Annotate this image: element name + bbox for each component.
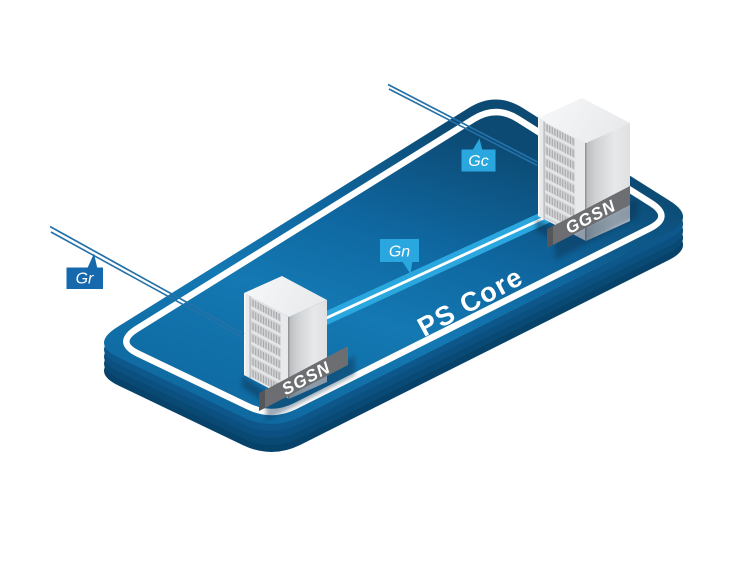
gn-badge-pointer xyxy=(402,261,413,274)
gc-label: Gc xyxy=(468,153,488,170)
ggsn-plate-edge xyxy=(547,226,553,248)
gc-interface: Gc xyxy=(387,83,538,172)
ggsn-server: GGSN xyxy=(536,98,638,260)
sgsn-front-face xyxy=(244,293,289,399)
gn-label: Gn xyxy=(389,244,410,261)
gr-label: Gr xyxy=(76,271,94,288)
gr-line xyxy=(49,225,245,335)
ggsn-front-face xyxy=(538,118,586,241)
sgsn-plate-edge xyxy=(259,390,265,411)
ggsn-label-plate xyxy=(553,186,630,245)
ggsn-plate-shadow xyxy=(555,198,638,260)
gc-line xyxy=(388,88,538,167)
gr-interface: Gr xyxy=(49,225,245,339)
gc-line xyxy=(387,83,538,163)
platform-inset-outline xyxy=(123,108,665,416)
sgsn-vent-grill xyxy=(251,298,281,394)
sgsn-top-face xyxy=(244,276,327,317)
gn-interface-badge: Gn xyxy=(380,239,419,274)
gc-badge xyxy=(461,149,496,172)
sgsn-label-plate xyxy=(265,346,348,408)
gr-badge xyxy=(66,267,103,289)
gr-badge-pointer xyxy=(87,253,98,269)
gn-badge xyxy=(380,239,419,262)
sgsn-server: SGSN xyxy=(242,276,355,421)
ggsn-vent-grill xyxy=(545,123,575,234)
gr-line xyxy=(50,231,245,339)
ggsn-top-face xyxy=(538,98,630,143)
gc-badge-pointer xyxy=(472,138,483,151)
